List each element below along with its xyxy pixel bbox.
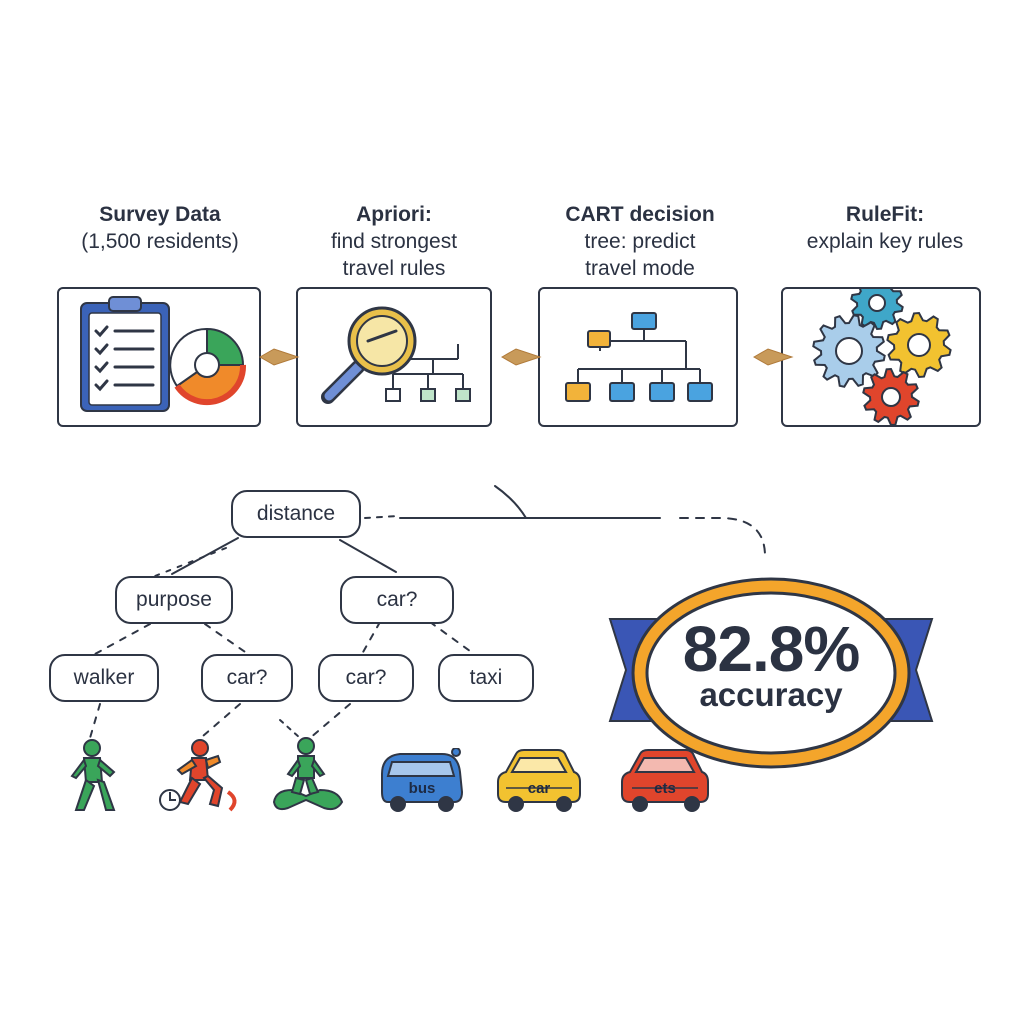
caption-line: travel rules — [342, 257, 446, 280]
car-icon: car — [497, 749, 581, 812]
caption-line: find strongest — [330, 230, 458, 253]
decision-tree-icon — [565, 312, 713, 402]
caption-rulefit: RuleFit: explain key rules — [770, 201, 1000, 255]
gears-icon — [812, 289, 952, 427]
bus-icon: bus — [381, 748, 464, 812]
gear-yellow — [886, 311, 952, 379]
magnifier-icon — [321, 306, 417, 404]
vehicle-label-taxi: ets — [654, 780, 676, 797]
accuracy-value: 82.8% — [682, 613, 860, 685]
arrow-icon — [500, 348, 542, 366]
gear-red — [862, 367, 920, 427]
tree-node-walker: walker — [49, 654, 159, 702]
accuracy-label: accuracy — [699, 676, 843, 713]
gear-hole — [907, 333, 931, 357]
gear-hole — [868, 294, 886, 312]
tree-node-taxi: taxi — [438, 654, 534, 702]
vehicle-label-car: car — [528, 780, 551, 797]
caption-line: travel mode — [585, 257, 695, 280]
arrow-icon — [258, 348, 300, 366]
cyclist-icon — [272, 737, 344, 811]
caption-cart: CART decision tree: predict travel mode — [530, 201, 750, 282]
caption-title: Survey Data — [99, 203, 221, 226]
tree-node-car-question: car? — [340, 576, 454, 624]
caption-title: Apriori: — [356, 203, 432, 226]
taxi-icon: ets — [621, 749, 709, 812]
gear-blue — [812, 314, 886, 388]
tree-node-car-question: car? — [201, 654, 293, 702]
caption-line: tree: predict — [584, 230, 696, 253]
caption-survey-data: Survey Data (1,500 residents) — [60, 201, 260, 255]
panel-apriori — [296, 287, 492, 427]
clipboard-icon — [80, 296, 170, 412]
caption-title: RuleFit: — [845, 203, 925, 226]
caption-title: CART decision — [565, 203, 715, 226]
walker-icon — [70, 739, 116, 811]
tree-node-car-question: car? — [318, 654, 414, 702]
caption-line: explain key rules — [806, 230, 964, 253]
gear-teal — [850, 289, 904, 331]
accuracy-badge — [608, 577, 934, 769]
caption-apriori: Apriori: find strongest travel rules — [294, 201, 494, 282]
hierarchy-icon — [385, 344, 471, 402]
arrow-icon — [752, 348, 794, 366]
runner-icon — [159, 739, 237, 812]
gear-hole — [835, 337, 863, 365]
panel-survey-data — [57, 287, 261, 427]
tree-node-purpose: purpose — [115, 576, 233, 624]
panel-cart — [538, 287, 738, 427]
gear-hole — [881, 387, 901, 407]
pie-chart-icon — [169, 327, 247, 406]
tree-node-root: distance — [231, 490, 361, 538]
caption-line: (1,500 residents) — [81, 230, 239, 253]
panel-rulefit — [781, 287, 981, 427]
vehicle-label-bus: bus — [409, 780, 436, 797]
